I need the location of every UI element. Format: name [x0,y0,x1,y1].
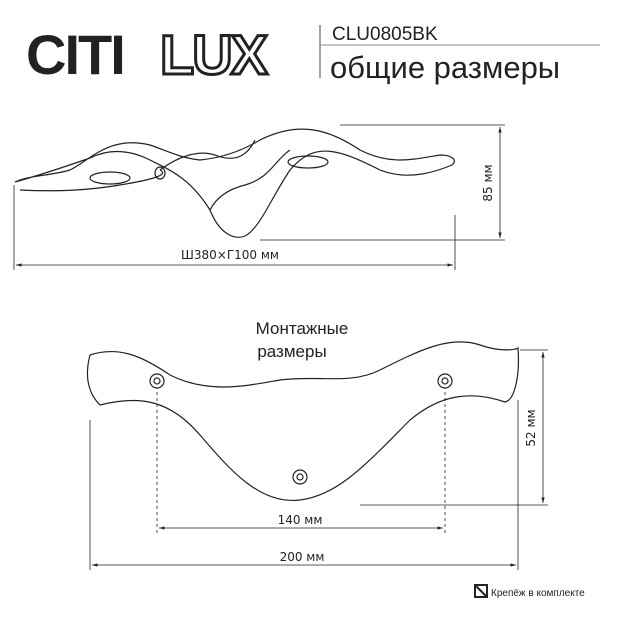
mounting-plate [86,341,520,502]
model-number: CLU0805BK [332,24,438,45]
mounting-width-label: 200 мм [280,550,325,564]
mounting-kit-note: Крепёж в комплекте [491,588,585,599]
mounting-height-label: 52 мм [524,409,538,446]
lamp-outline [14,128,455,238]
logo-citi: CITI [26,23,124,86]
overall-width-label: Ш380×Г100 мм [181,248,279,262]
mounting-title-line2: размеры [257,342,326,361]
mounting-title-line1: Монтажные [256,319,349,338]
overall-dimension-lines [13,124,505,270]
overall-height-label: 85 мм [481,164,495,201]
mounting-dimension-lines [89,349,548,570]
logo-lux: LUX [160,23,268,86]
drawing-title: общие размеры [330,50,560,85]
mounting-kit-icon [474,584,488,598]
citilux-logo: CITI LUX [26,22,271,88]
hole-spacing-label: 140 мм [278,513,323,527]
